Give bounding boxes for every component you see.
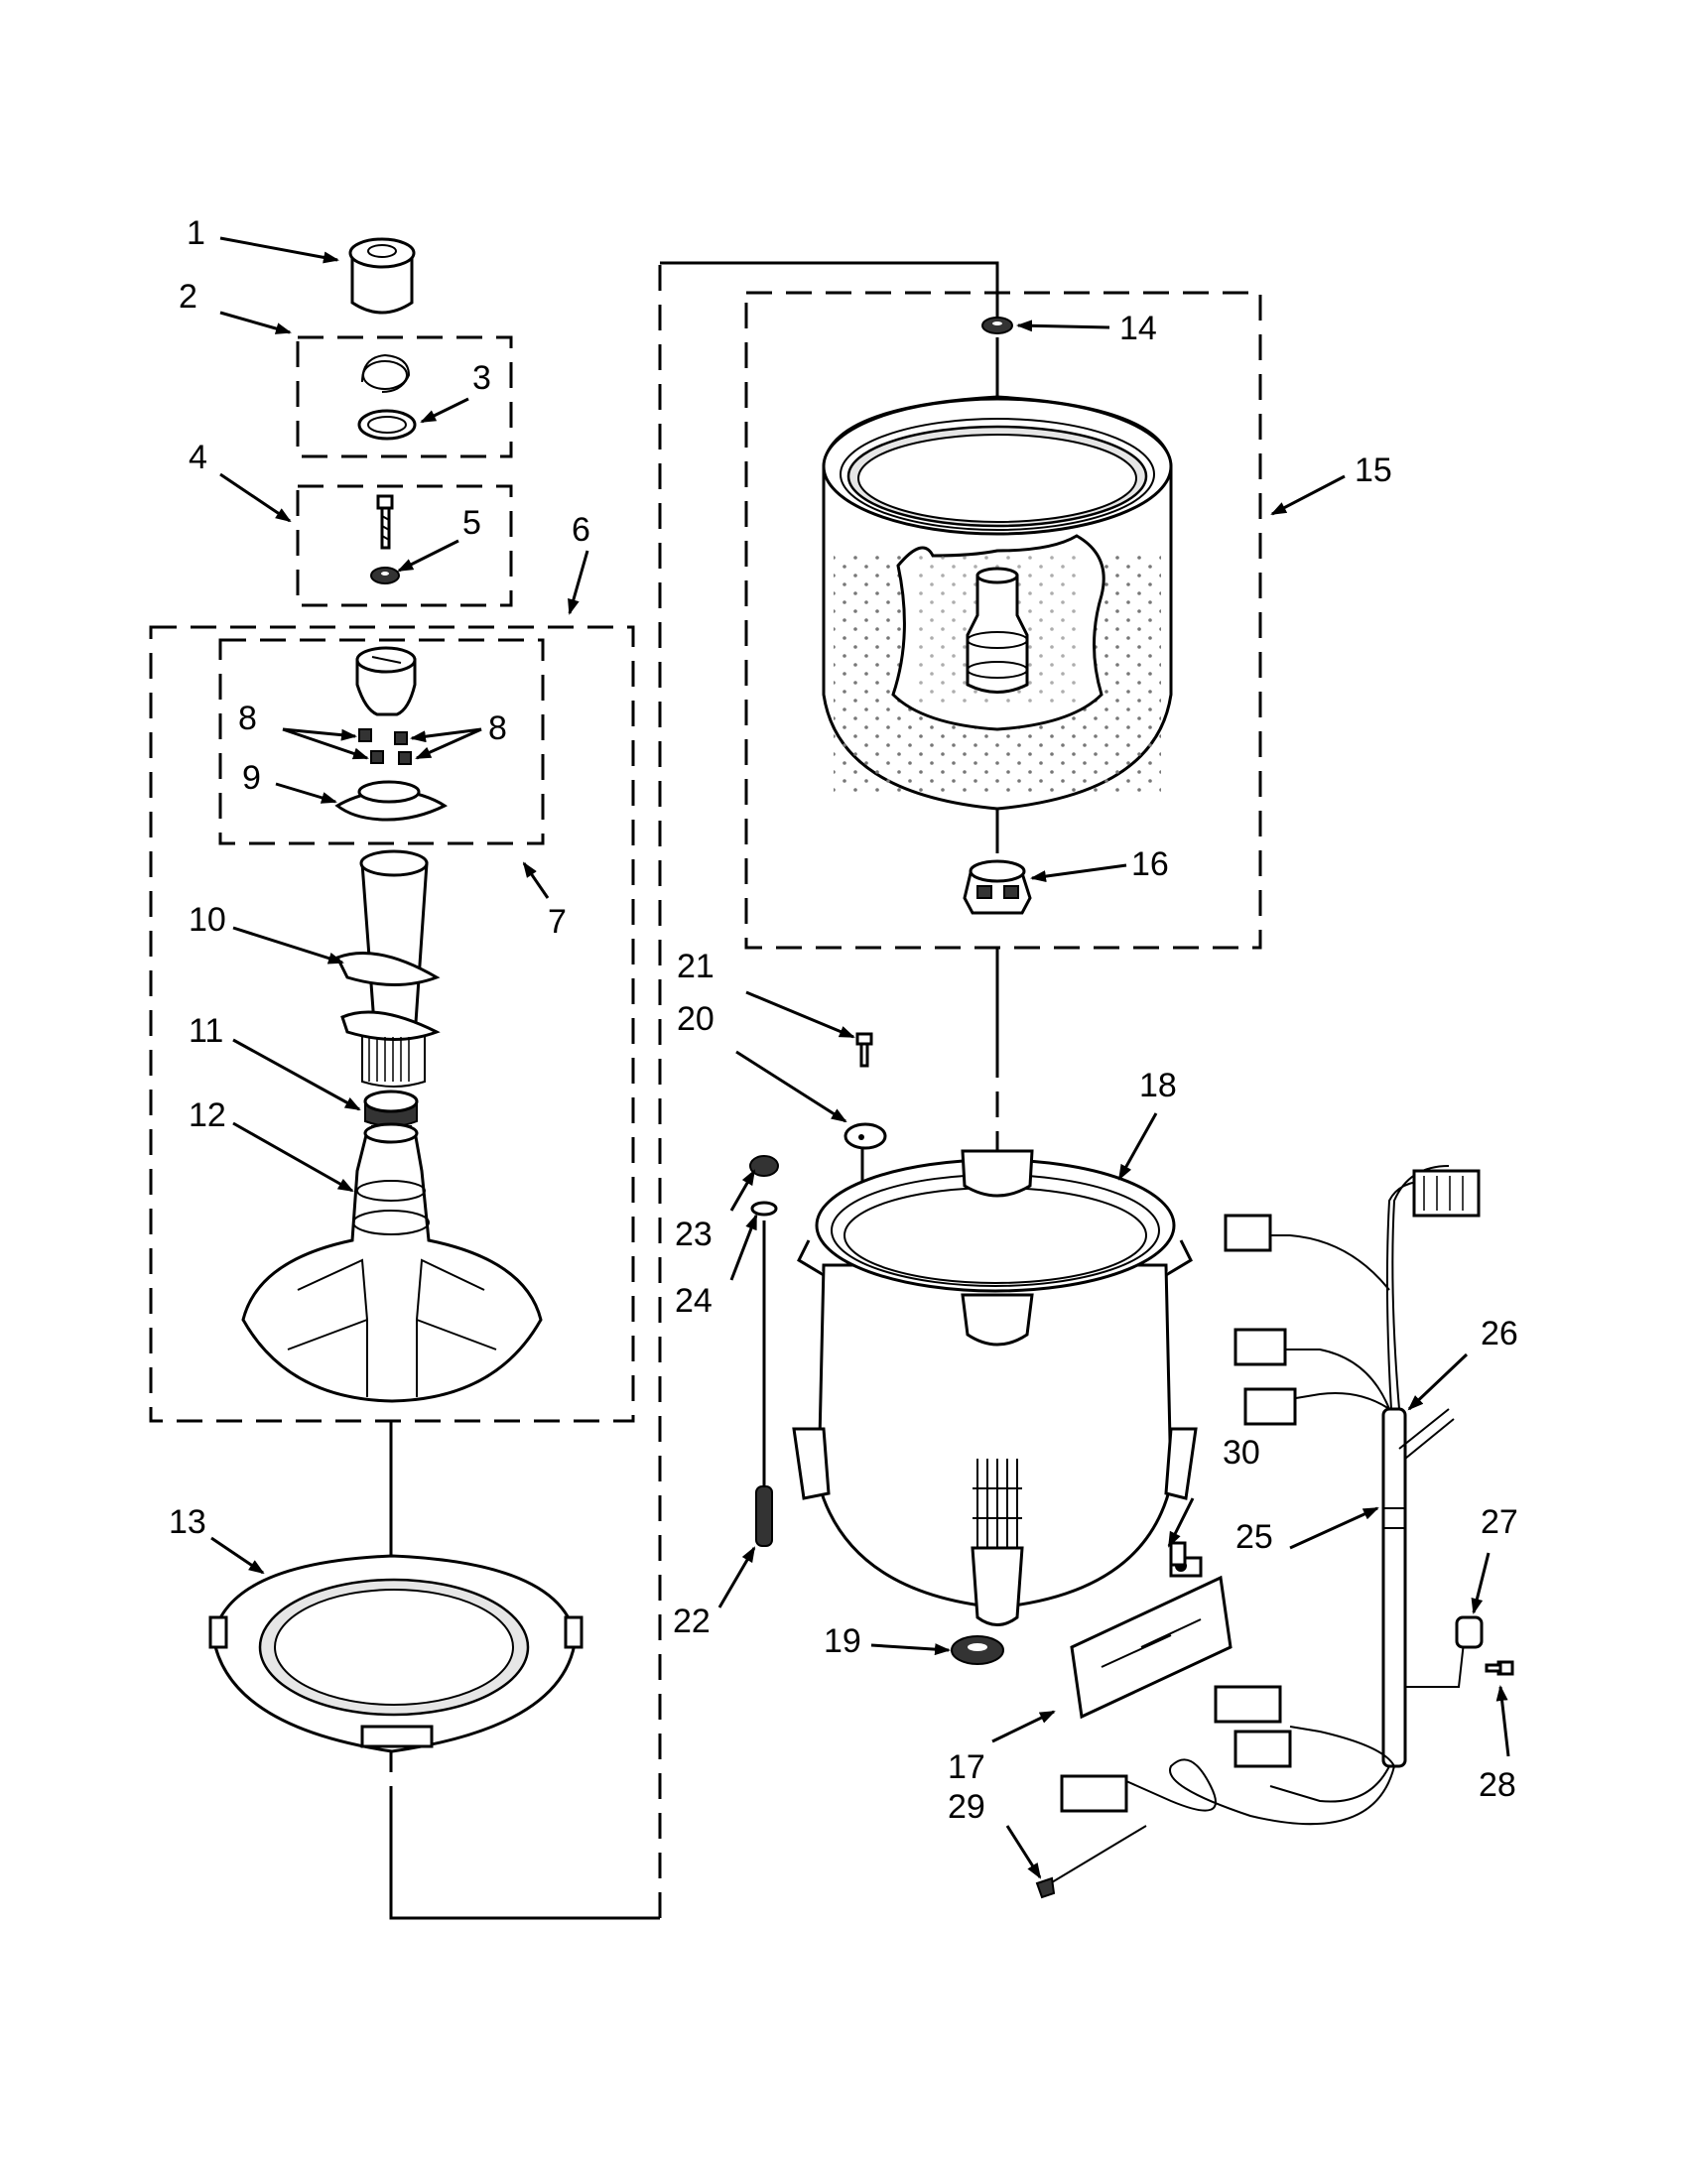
part-26-hose <box>1398 1408 1455 1460</box>
part-18-tub <box>792 1149 1198 1626</box>
callout-19: 19 <box>824 1622 861 1660</box>
part-25-harness <box>1060 1165 1481 1826</box>
callout-25: 25 <box>1235 1518 1273 1556</box>
part-28-screw <box>1485 1660 1514 1676</box>
callout-30: 30 <box>1223 1434 1260 1472</box>
callout-27: 27 <box>1481 1503 1518 1541</box>
part-14-nut <box>981 317 1013 334</box>
part-9-ratchet <box>334 780 448 822</box>
callout-20: 20 <box>677 1000 714 1038</box>
part-2-clip <box>361 353 411 393</box>
part-8-dogs <box>358 728 412 765</box>
callout-22: 22 <box>673 1603 711 1640</box>
part-22-suspension-rod-end <box>755 1485 773 1547</box>
part-24-spring <box>750 1201 778 1217</box>
part-5-washer <box>370 567 400 584</box>
callout-29: 29 <box>948 1788 985 1826</box>
part-1-cap <box>348 237 416 315</box>
callout-18: 18 <box>1139 1067 1177 1104</box>
callout-11: 11 <box>189 1012 223 1050</box>
callout-16: 16 <box>1131 845 1169 883</box>
part-27-clamp <box>1405 1615 1484 1688</box>
callout-labels: 1 2 3 4 5 6 7 8 8 9 10 11 12 13 14 15 16… <box>169 214 1518 1826</box>
callout-1: 1 <box>187 214 205 252</box>
callout-14: 14 <box>1119 310 1157 347</box>
callout-8-left: 8 <box>238 700 257 737</box>
group-box-4 <box>296 484 513 607</box>
part-30-screw <box>1169 1541 1187 1567</box>
callout-23: 23 <box>675 1216 713 1253</box>
callout-21: 21 <box>677 948 714 985</box>
part-15-basket <box>822 395 1173 811</box>
callout-9: 9 <box>242 759 261 797</box>
callout-5: 5 <box>462 504 481 542</box>
part-23-cap <box>749 1155 779 1177</box>
callout-7: 7 <box>548 903 567 941</box>
callout-10: 10 <box>189 901 226 939</box>
callout-6: 6 <box>572 511 590 549</box>
part-4-bolt <box>376 494 394 550</box>
callout-3: 3 <box>472 359 491 397</box>
part-3-ring <box>357 409 417 441</box>
callout-17: 17 <box>948 1748 985 1786</box>
part-16-drive-block <box>963 859 1032 915</box>
group-box-2 <box>296 335 513 458</box>
part-20-bracket <box>844 1122 887 1150</box>
callout-12: 12 <box>189 1096 226 1134</box>
callout-2: 2 <box>179 278 197 316</box>
callout-13: 13 <box>169 1503 206 1541</box>
callout-24: 24 <box>675 1282 713 1320</box>
part-29-tie <box>1035 1825 1147 1899</box>
leader-arrows <box>210 236 1510 1879</box>
group-box-15 <box>744 291 1262 950</box>
part-13-ring <box>208 1554 584 1753</box>
callout-4: 4 <box>189 439 207 476</box>
group-box-7 <box>218 638 545 845</box>
part-19-seal <box>951 1635 1004 1665</box>
part-10-auger <box>334 849 441 1088</box>
callout-28: 28 <box>1479 1766 1516 1804</box>
callout-15: 15 <box>1355 451 1392 489</box>
part-12-agitator-base <box>241 1122 543 1403</box>
callout-26: 26 <box>1481 1315 1518 1352</box>
part-7-cam <box>355 646 417 716</box>
part-21-screw <box>855 1032 873 1068</box>
part-11-coupler <box>363 1090 419 1142</box>
callout-8-right: 8 <box>488 709 507 747</box>
